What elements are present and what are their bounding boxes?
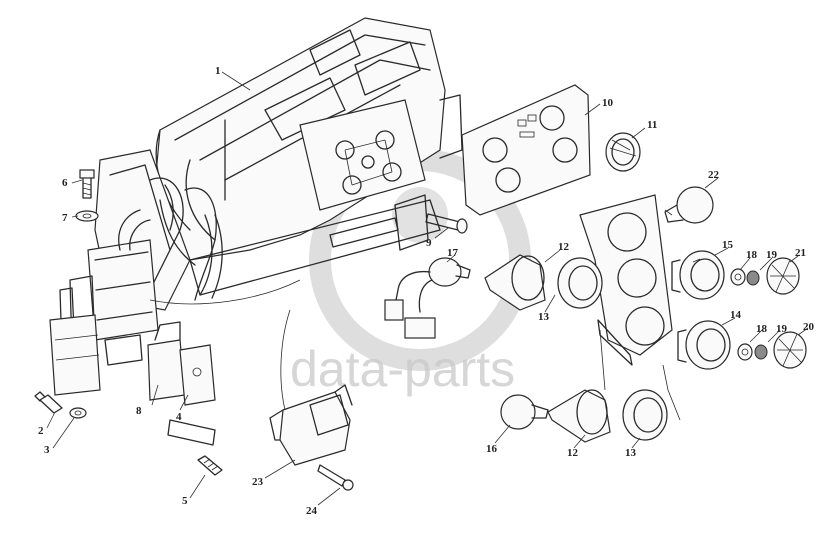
label-part-20: 20 — [803, 321, 815, 333]
sensor-16 — [500, 394, 549, 430]
bracket-8 — [147, 321, 186, 401]
label-part-19-top: 19 — [766, 249, 778, 261]
wiring-lines — [149, 209, 681, 421]
plate-knob-hole-b — [539, 105, 565, 131]
label-part-12-bottom: 12 — [567, 447, 579, 459]
bracket-4-hole — [192, 367, 202, 377]
label-part-18-bottom: 18 — [756, 323, 768, 335]
label-part-12-top: 12 — [558, 241, 570, 253]
label-part-9: 9 — [426, 237, 432, 249]
housing-knob-b — [375, 130, 395, 150]
label-part-13-top: 13 — [538, 311, 550, 323]
label-part-3: 3 — [44, 444, 50, 456]
heater-housing — [94, 17, 463, 311]
gauge-15 — [671, 250, 725, 300]
watermark-text: data-parts — [290, 341, 515, 397]
label-part-16: 16 — [486, 443, 498, 455]
control-panel-plate-10 — [461, 84, 591, 216]
label-part-6: 6 — [62, 177, 68, 189]
label-part-22: 22 — [708, 169, 720, 181]
heater-core-assembly — [49, 199, 223, 396]
label-part-1: 1 — [215, 65, 221, 77]
relay-23 — [269, 384, 353, 466]
label-part-10: 10 — [602, 97, 614, 109]
label-part-23: 23 — [252, 476, 264, 488]
bolt-9 — [425, 213, 468, 234]
label-part-4: 4 — [176, 411, 182, 423]
housing-knob-c — [342, 175, 362, 195]
label-part-13-bottom: 13 — [625, 447, 637, 459]
housing-knob-d — [382, 162, 402, 182]
gauge-14 — [677, 320, 731, 370]
housing-knob-center — [361, 155, 375, 169]
label-part-11: 11 — [647, 119, 657, 131]
knob-21 — [766, 257, 800, 295]
housing-knob-a — [335, 140, 355, 160]
nut-18-bottom — [737, 343, 753, 361]
label-part-24: 24 — [306, 505, 318, 517]
bracket-4 — [167, 344, 216, 446]
screw-5 — [197, 455, 223, 476]
washer-7 — [75, 210, 99, 222]
label-part-21: 21 — [795, 247, 806, 259]
label-part-17: 17 — [447, 247, 459, 259]
washer-3 — [69, 407, 87, 419]
leader-lines — [46, 71, 809, 506]
bolt-6 — [79, 169, 95, 199]
washer-19-top — [746, 270, 760, 286]
switch-17 — [384, 257, 471, 339]
cap-22 — [664, 186, 714, 224]
bezel-hole-mid — [617, 258, 657, 298]
gauge-13-top — [557, 257, 603, 309]
gauge-13-bottom — [622, 389, 668, 441]
washer-19-bottom — [754, 344, 768, 360]
label-part-7: 7 — [62, 212, 68, 224]
nut-18-top — [730, 268, 746, 286]
label-part-15: 15 — [722, 239, 734, 251]
plate-knob-hole-a — [482, 137, 508, 163]
bezel-hole-top — [607, 212, 647, 252]
label-part-8: 8 — [136, 405, 142, 417]
label-part-19-bottom: 19 — [776, 323, 788, 335]
knob-20 — [773, 331, 807, 369]
part-labels: 1 6 7 2 3 8 4 5 9 17 10 11 22 12 13 15 1… — [38, 65, 815, 517]
label-part-18-top: 18 — [746, 249, 758, 261]
gauge-housing-12-top — [484, 254, 546, 311]
screw-24 — [317, 464, 354, 491]
plate-knob-hole-d — [552, 137, 578, 163]
instrument-bezel-panel — [579, 194, 673, 366]
bezel-hole-bottom — [625, 306, 665, 346]
label-part-2: 2 — [38, 425, 44, 437]
label-part-14: 14 — [730, 309, 742, 321]
knob-11 — [605, 132, 641, 172]
label-part-5: 5 — [182, 495, 188, 507]
bolt-2 — [34, 391, 63, 414]
plate-knob-hole-c — [495, 167, 521, 193]
gauge-housing-12-bottom — [547, 389, 611, 443]
